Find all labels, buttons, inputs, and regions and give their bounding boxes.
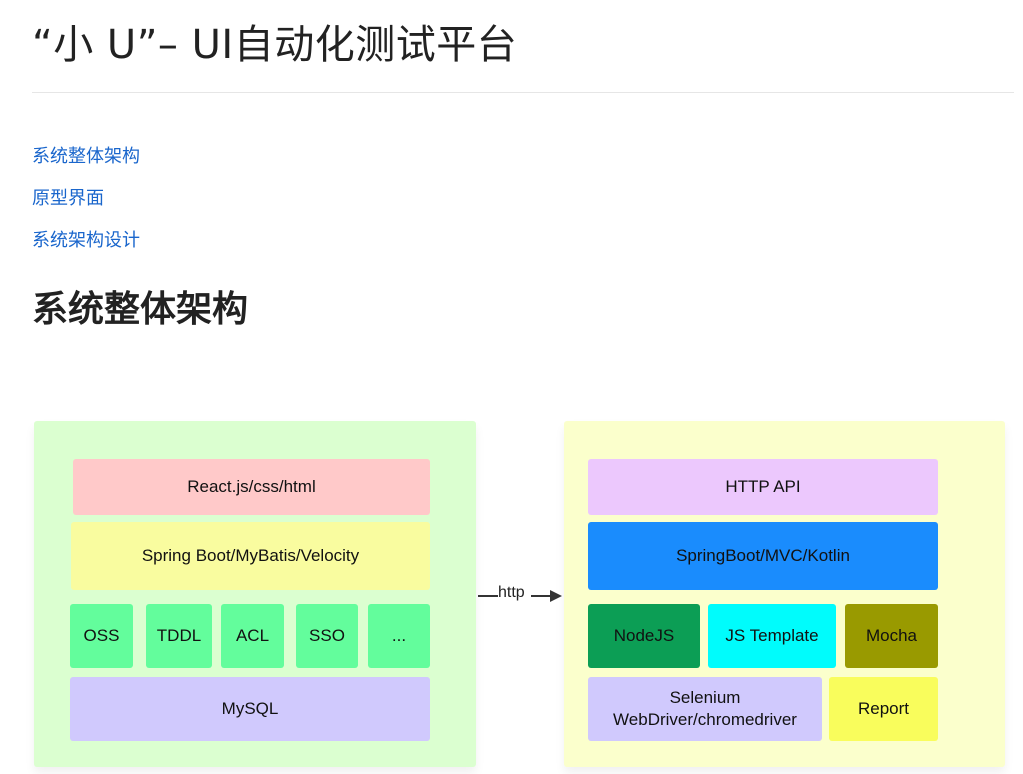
arrow-head-icon (550, 590, 562, 602)
connector-line (531, 595, 551, 597)
frontend-layer: React.js/css/html (73, 459, 430, 515)
title-divider (32, 92, 1014, 93)
report-box: Report (829, 677, 938, 741)
section-heading: 系统整体架构 (32, 289, 249, 330)
runtime-box-js-template: JS Template (708, 604, 836, 668)
connector-line (478, 595, 498, 597)
http-api-layer: HTTP API (588, 459, 938, 515)
service-box-acl: ACL (221, 604, 284, 668)
connector-label: http (498, 584, 525, 601)
toc-link-prototype-ui[interactable]: 原型界面 (32, 188, 104, 209)
webdriver-layer: Selenium WebDriver/chromedriver (588, 677, 822, 741)
page-title: “小 U”– UI自动化测试平台 (32, 22, 518, 68)
runtime-box-nodejs: NodeJS (588, 604, 700, 668)
service-box-oss: OSS (70, 604, 133, 668)
http-connector: http (476, 582, 564, 608)
service-box-more: ... (368, 604, 430, 668)
service-box-sso: SSO (296, 604, 358, 668)
backend-layer: Spring Boot/MyBatis/Velocity (71, 522, 430, 590)
server-layer: SpringBoot/MVC/Kotlin (588, 522, 938, 590)
service-box-tddl: TDDL (146, 604, 212, 668)
toc-link-architecture-design[interactable]: 系统架构设计 (32, 230, 140, 251)
runtime-box-mocha: Mocha (845, 604, 938, 668)
table-of-contents: 系统整体架构 原型界面 系统架构设计 (32, 144, 140, 270)
database-layer: MySQL (70, 677, 430, 741)
toc-link-system-architecture[interactable]: 系统整体架构 (32, 146, 140, 167)
